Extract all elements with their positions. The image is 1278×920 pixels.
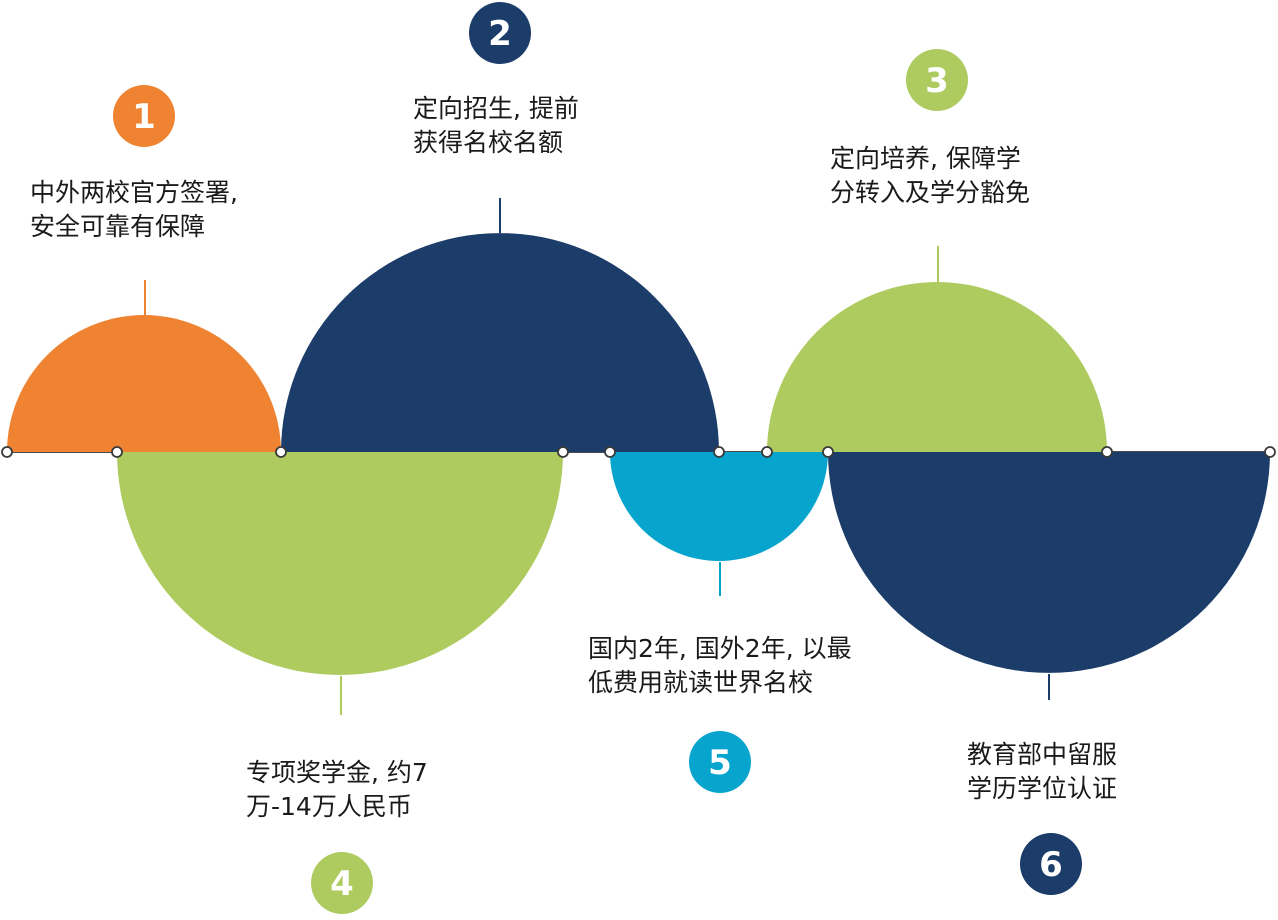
label-3: 定向培养, 保障学 分转入及学分豁免 xyxy=(830,142,1030,210)
label-2: 定向招生, 提前 获得名校名额 xyxy=(413,92,579,160)
axis-dot xyxy=(111,446,123,458)
badge-2: 2 xyxy=(469,2,531,64)
label-3-line-1: 定向培养, 保障学 xyxy=(830,144,1021,173)
semicircle-5 xyxy=(610,452,828,561)
axis-dot xyxy=(604,446,616,458)
label-4-line-1: 专项奖学金, 约7 xyxy=(246,758,428,787)
axis-dot xyxy=(1101,446,1113,458)
semicircle-3 xyxy=(767,282,1107,452)
badge-6: 6 xyxy=(1020,833,1082,895)
axis-dot xyxy=(1264,446,1276,458)
label-6: 教育部中留服 学历学位认证 xyxy=(967,738,1117,806)
label-6-line-2: 学历学位认证 xyxy=(967,774,1118,803)
label-5-line-2: 低费用就读世界名校 xyxy=(588,668,814,697)
svg-text:1: 1 xyxy=(132,97,156,137)
axis-dot xyxy=(822,446,834,458)
axis-dot xyxy=(275,446,287,458)
semicircle-1 xyxy=(7,315,281,452)
axis-dot xyxy=(713,446,725,458)
label-2-line-2: 获得名校名额 xyxy=(413,128,564,157)
badge-1: 1 xyxy=(113,85,175,147)
axis-dot xyxy=(761,446,773,458)
label-3-line-2: 分转入及学分豁免 xyxy=(830,178,1031,207)
label-5-line-1: 国内2年, 国外2年, 以最 xyxy=(588,634,852,663)
label-1: 中外两校官方签署, 安全可靠有保障 xyxy=(30,176,238,244)
svg-text:4: 4 xyxy=(330,864,354,904)
badge-5: 5 xyxy=(689,731,751,793)
label-6-line-1: 教育部中留服 xyxy=(967,740,1118,769)
semicircle-2 xyxy=(281,233,719,452)
badge-4: 4 xyxy=(311,852,373,914)
axis-dots xyxy=(1,446,1276,458)
label-2-line-1: 定向招生, 提前 xyxy=(413,94,579,123)
axis-dot xyxy=(1,446,13,458)
semicircle-4 xyxy=(117,452,563,675)
label-5: 国内2年, 国外2年, 以最 低费用就读世界名校 xyxy=(588,632,852,700)
svg-text:6: 6 xyxy=(1039,845,1063,885)
svg-text:3: 3 xyxy=(925,61,949,101)
badge-3: 3 xyxy=(906,49,968,111)
svg-text:2: 2 xyxy=(488,14,512,54)
semicircle-6 xyxy=(828,452,1270,673)
label-4: 专项奖学金, 约7 万-14万人民币 xyxy=(246,756,428,824)
axis-dot xyxy=(557,446,569,458)
label-4-line-2: 万-14万人民币 xyxy=(246,792,412,821)
label-1-line-2: 安全可靠有保障 xyxy=(30,212,206,241)
svg-text:5: 5 xyxy=(708,743,732,783)
label-1-line-1: 中外两校官方签署, xyxy=(30,178,238,207)
